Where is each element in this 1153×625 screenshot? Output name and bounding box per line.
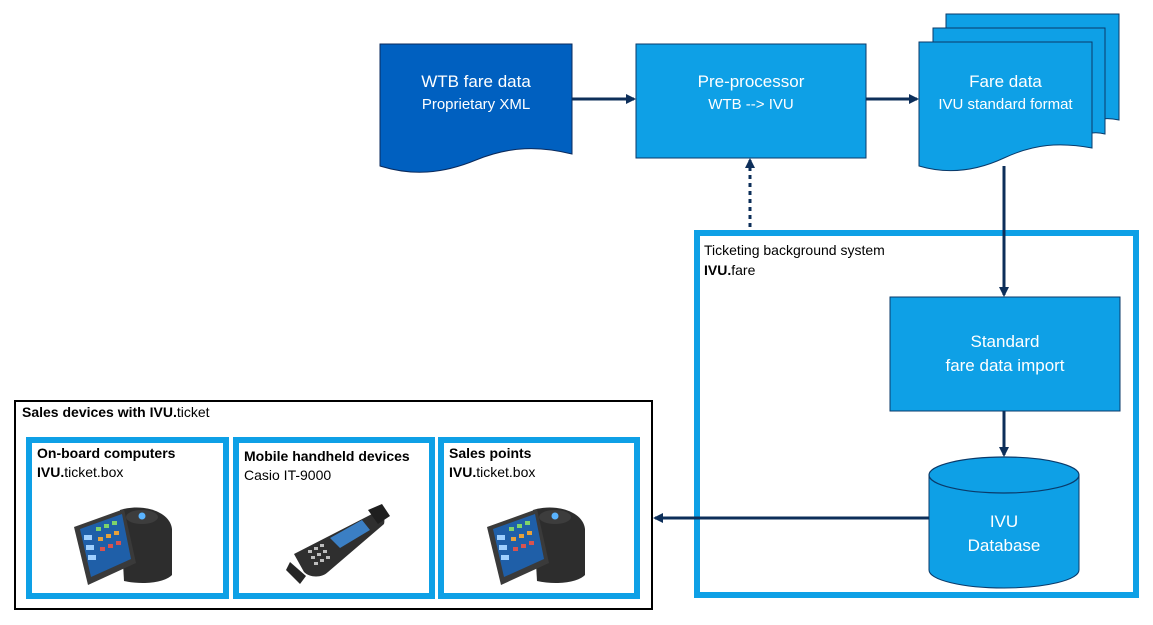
device-handheld-text: Mobile handheld devices Casio IT-9000 [244, 447, 410, 485]
sales-devices-title-brand: IVU. [149, 404, 177, 420]
background-system-brand-bold: IVU. [704, 262, 732, 278]
device-salespoint-brand-bold: IVU. [449, 464, 477, 480]
import-line1: Standard [970, 332, 1040, 351]
background-system-brand-rest: fare [731, 262, 756, 278]
device-handheld-model: Casio IT-9000 [244, 466, 410, 485]
device-handheld-brand-rest: Casio IT-9000 [244, 467, 332, 483]
source-subtitle: Proprietary XML [421, 96, 531, 113]
source-label: WTB fare data Proprietary XML [380, 70, 572, 116]
device-frame-handheld [233, 437, 435, 599]
import-line2: fare data import [945, 356, 1065, 375]
salespoint-terminal-image [487, 507, 585, 585]
device-salespoint-heading: Sales points [449, 445, 532, 461]
handheld-device-image [286, 504, 390, 584]
sales-devices-frame [14, 400, 653, 610]
database-label: IVU Database [929, 510, 1079, 558]
database-cylinder [928, 456, 1080, 589]
database-line2: Database [967, 536, 1041, 555]
device-onboard-brand: IVU.ticket.box [37, 463, 175, 482]
device-salespoint-text: Sales points IVU.ticket.box [449, 444, 535, 482]
device-frame-onboard [26, 437, 229, 599]
device-handheld-heading: Mobile handheld devices [244, 448, 410, 464]
import-label: Standard fare data import [890, 330, 1120, 378]
sales-devices-title: Sales devices with IVU.ticket [22, 402, 210, 422]
preprocessor-title: Pre-processor [697, 72, 805, 91]
fare-data-label: Fare data IVU standard format [919, 70, 1092, 116]
background-system-label: Ticketing background system IVU.fare [704, 240, 885, 280]
database-line1: IVU [989, 512, 1019, 531]
device-onboard-brand-rest: ticket.box [64, 464, 124, 480]
sales-devices-title-suffix: ticket [176, 404, 210, 420]
source-document-shape [379, 43, 573, 173]
device-salespoint-brand-rest: ticket.box [476, 464, 536, 480]
device-onboard-brand-bold: IVU. [37, 464, 65, 480]
fare-data-title: Fare data [969, 72, 1042, 91]
background-system-line1: Ticketing background system [704, 242, 885, 258]
preprocessor-subtitle: WTB --> IVU [708, 96, 794, 113]
fare-data-subtitle: IVU standard format [938, 96, 1073, 113]
preprocessor-label: Pre-processor WTB --> IVU [636, 70, 866, 116]
onboard-terminal-image [74, 507, 172, 585]
import-box [889, 296, 1121, 412]
device-onboard-heading: On-board computers [37, 445, 176, 461]
fare-data-multidoc [918, 13, 1120, 172]
source-title: WTB fare data [421, 72, 531, 91]
sales-devices-title-prefix: Sales devices with [22, 404, 150, 420]
background-system-frame [694, 230, 1139, 598]
preprocessor-box [635, 43, 867, 159]
device-onboard-text: On-board computers IVU.ticket.box [37, 444, 175, 482]
background-system-brand: IVU.fare [704, 260, 885, 280]
device-frame-salespoint [438, 437, 640, 599]
device-salespoint-brand: IVU.ticket.box [449, 463, 535, 482]
